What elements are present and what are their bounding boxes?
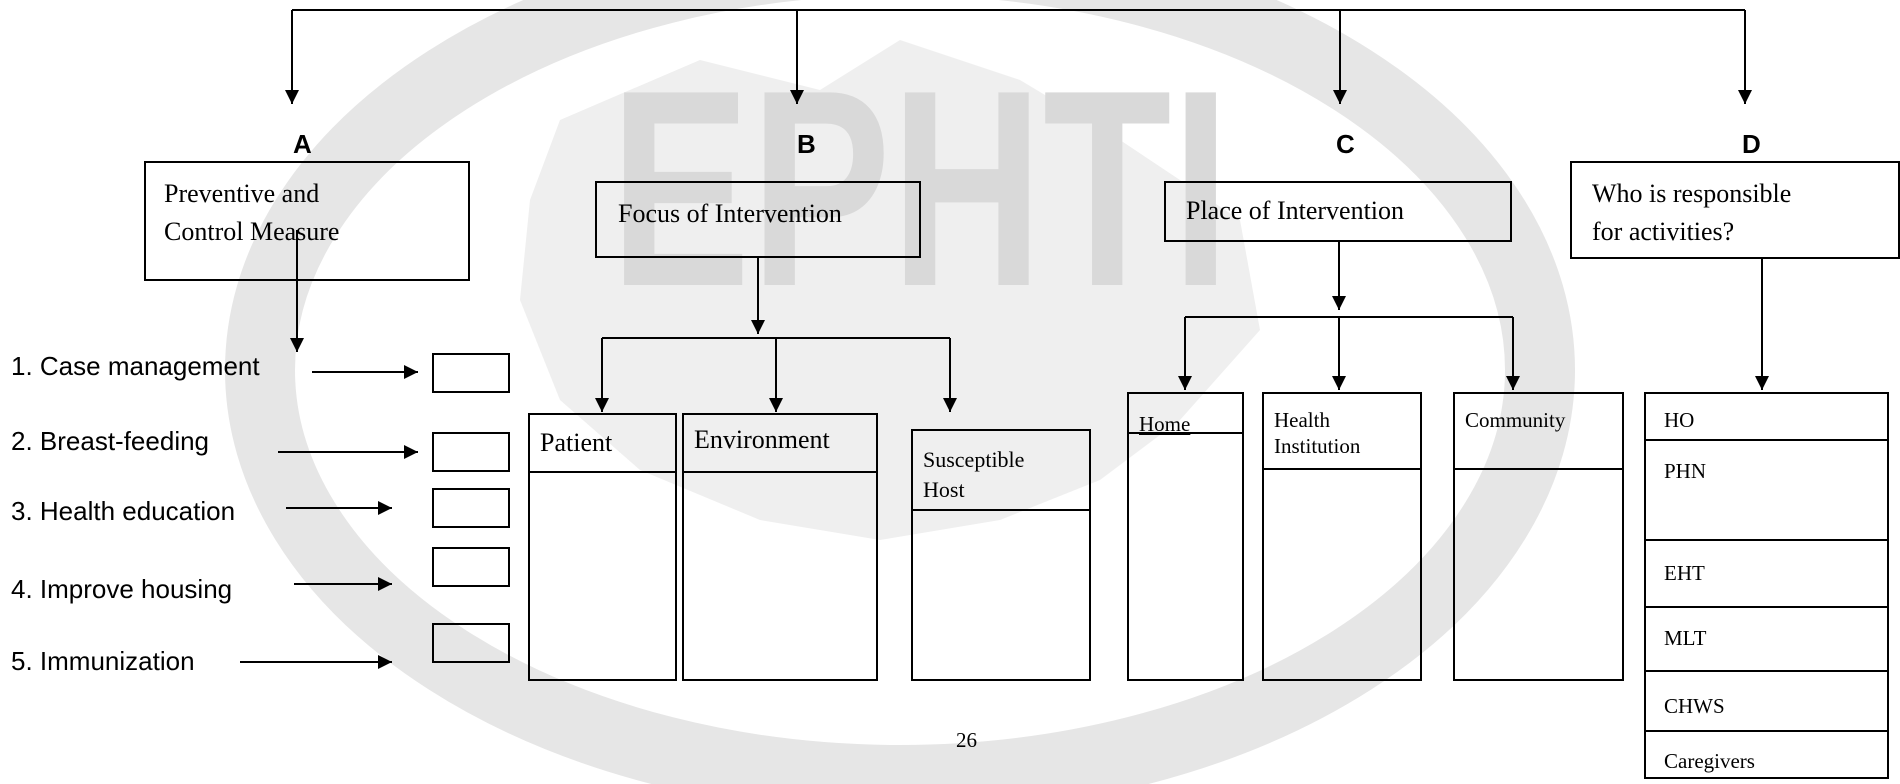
letter-d: D — [1742, 129, 1761, 159]
letter-c: C — [1336, 129, 1355, 159]
responsible-row-eht: EHT — [1646, 541, 1887, 608]
preventive-line-2: Control Measure — [164, 217, 340, 246]
responsible-row-chws: CHWS — [1646, 672, 1887, 732]
preventive-control-box: Preventive and Control Measure — [144, 161, 470, 281]
place-title: Place of Intervention — [1186, 196, 1405, 225]
focus-of-intervention-box: Focus of Intervention — [595, 181, 921, 258]
measure-immunization: 5. Immunization — [11, 646, 195, 676]
answer-box-5[interactable] — [432, 623, 510, 663]
susceptible-host-column: Susceptible Host — [911, 429, 1091, 681]
patient-column: Patient — [528, 413, 677, 681]
measure-improve-housing: 4. Improve housing — [11, 574, 233, 604]
answer-box-3[interactable] — [432, 488, 510, 528]
health-institution-column: Health Institution — [1262, 392, 1422, 681]
page-number: 26 — [956, 728, 977, 752]
host-line-1: Susceptible — [923, 447, 1025, 472]
measure-health-education: 3. Health education — [11, 496, 236, 526]
responsible-phn: PHN — [1664, 459, 1707, 483]
responsible-chws: CHWS — [1664, 694, 1725, 718]
focus-title: Focus of Intervention — [618, 199, 842, 228]
home-label: Home — [1139, 412, 1191, 436]
measure-breast-feeding: 2. Breast-feeding — [11, 426, 210, 456]
responsible-ho: HO — [1664, 408, 1695, 432]
responsible-eht: EHT — [1664, 561, 1705, 585]
patient-label: Patient — [540, 428, 613, 457]
answer-box-1[interactable] — [432, 353, 510, 393]
who-responsible-box: Who is responsible for activities? — [1570, 161, 1900, 259]
letter-a: A — [293, 129, 312, 159]
health-line-1: Health — [1274, 408, 1330, 432]
answer-box-2[interactable] — [432, 432, 510, 472]
responsible-caregivers: Caregivers — [1664, 749, 1755, 773]
environment-column: Environment — [682, 413, 878, 681]
responsible-row-ho: HO — [1646, 394, 1887, 441]
environment-label: Environment — [694, 425, 830, 454]
host-line-2: Host — [923, 477, 965, 502]
answer-box-4[interactable] — [432, 547, 510, 587]
measure-case-management: 1. Case management — [11, 351, 260, 381]
home-column: Home — [1127, 392, 1244, 681]
responsible-row-mlt: MLT — [1646, 608, 1887, 672]
who-line-1: Who is responsible — [1592, 179, 1792, 208]
community-column: Community — [1453, 392, 1624, 681]
responsible-table: HO PHN EHT MLT CHWS Caregivers — [1644, 392, 1889, 779]
letter-b: B — [797, 129, 816, 159]
responsible-row-phn: PHN — [1646, 441, 1887, 541]
preventive-line-1: Preventive and — [164, 179, 320, 208]
responsible-mlt: MLT — [1664, 626, 1707, 650]
community-label: Community — [1465, 408, 1566, 432]
who-line-2: for activities? — [1592, 217, 1735, 246]
responsible-row-caregivers: Caregivers — [1646, 732, 1887, 781]
health-line-2: Institution — [1274, 434, 1361, 458]
place-of-intervention-box: Place of Intervention — [1164, 181, 1512, 242]
